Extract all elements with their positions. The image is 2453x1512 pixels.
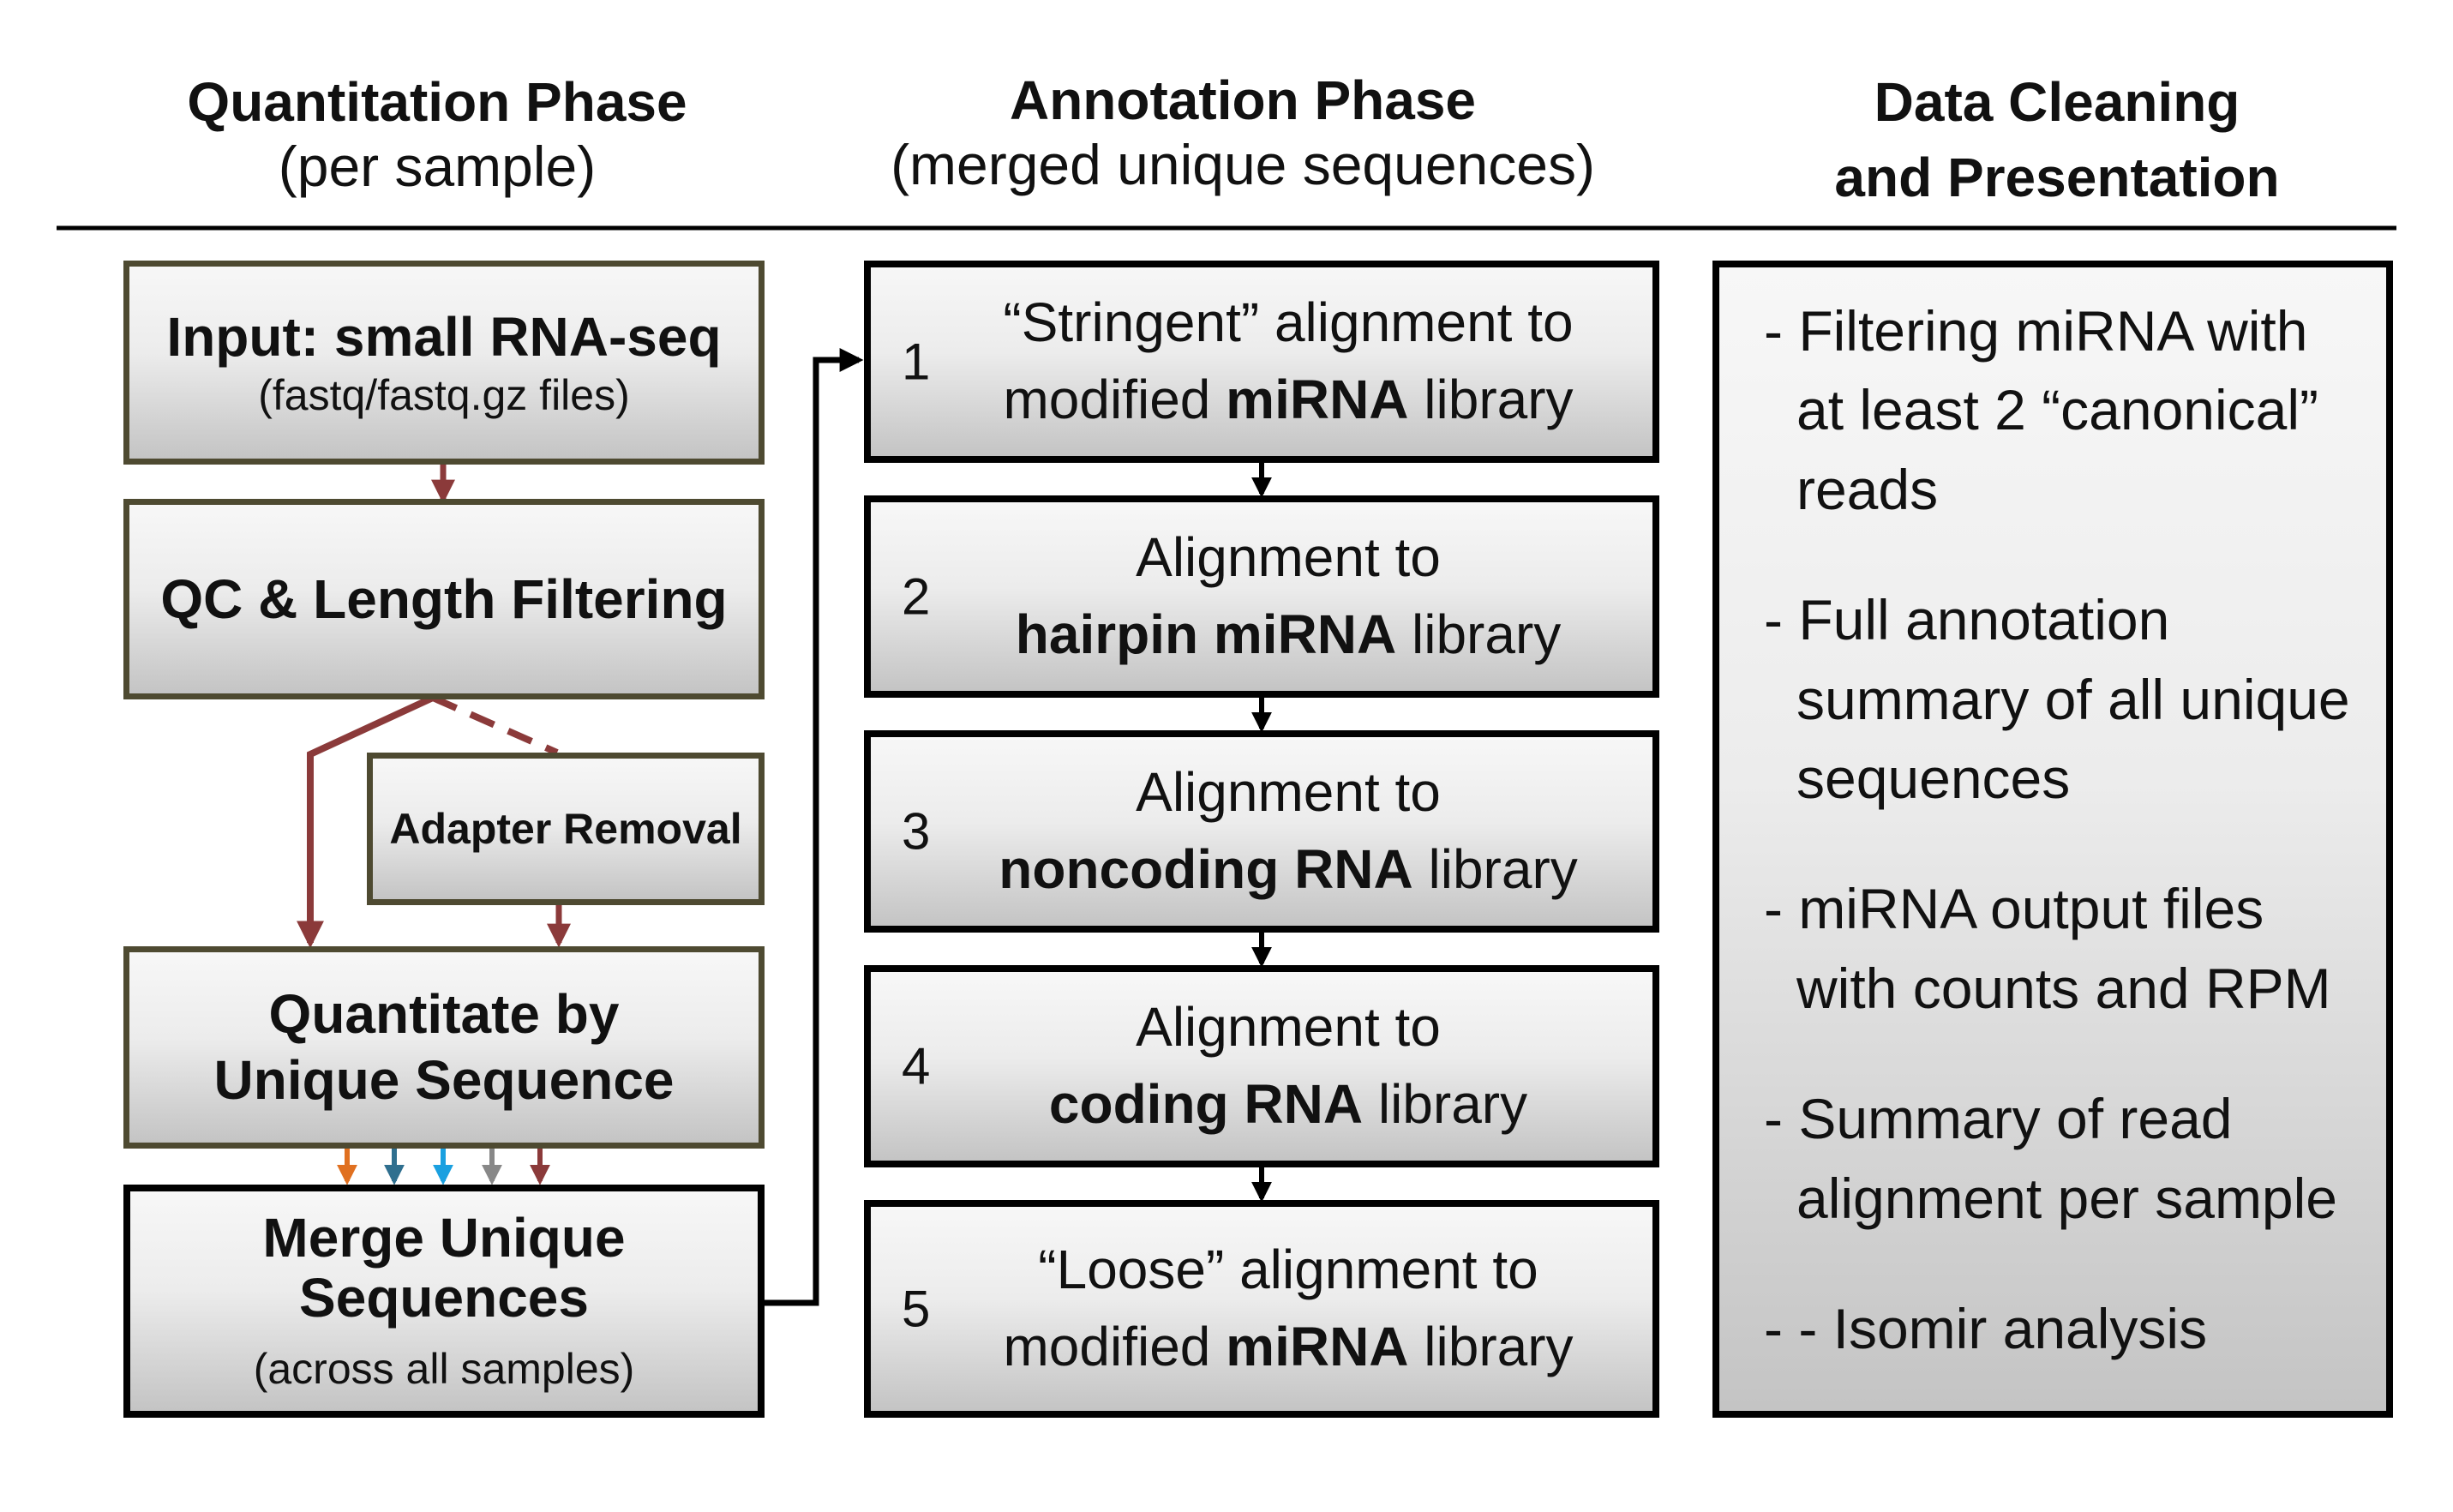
cleaning-item-output-files: - miRNA output files with counts and RPM (1764, 877, 2331, 1020)
annotation-step-3: 3 Alignment to noncoding RNA library (864, 730, 1659, 933)
cleaning-item-read-alignment: - Summary of read alignment per sample (1764, 1087, 2337, 1230)
input-box: Input: small RNA-seq (fastq/fastq.gz fil… (123, 261, 765, 465)
arrow-qc-to-adapter-dashed (431, 694, 559, 756)
quantitate-line2: Unique Sequence (213, 1049, 675, 1111)
step-line2: modified miRNA library (1003, 1316, 1574, 1377)
step-line2: noncoding RNA library (999, 838, 1578, 900)
annotation-step-2: 2 Alignment to hairpin miRNA library (864, 495, 1659, 698)
input-title: Input: small RNA-seq (166, 305, 722, 368)
header-quantitation: Quantitation Phase (per sample) (120, 70, 754, 200)
step-number: 4 (902, 1037, 931, 1095)
step-line1: “Stringent” alignment to (1003, 291, 1574, 354)
quantitate-box: Quantitate by Unique Sequence (123, 946, 765, 1149)
step-line1: “Loose” alignment to (1038, 1239, 1538, 1301)
merge-line2: Sequences (299, 1267, 589, 1329)
header-quantitation-subtitle: (per sample) (278, 135, 597, 199)
step-line1: Alignment to (1136, 526, 1441, 589)
header-annotation-title: Annotation Phase (1009, 69, 1477, 131)
arrow-qc-to-quantitate (297, 694, 435, 949)
step-line1: Alignment to (1136, 996, 1441, 1059)
qc-box: QC & Length Filtering (123, 499, 765, 699)
step-number: 3 (902, 802, 931, 861)
cleaning-item-annotation-summary: - Full annotation summary of all unique … (1764, 588, 2350, 810)
annotation-step-1: 1 “Stringent” alignment to modified miRN… (864, 261, 1659, 463)
step-line2: hairpin miRNA library (1015, 603, 1562, 665)
header-cleaning-title-line1: Data Cleaning (1874, 71, 2240, 133)
cleaning-item-filtering: - Filtering miRNA with at least 2 “canon… (1764, 299, 2318, 521)
arrow-merge-to-annotation (763, 348, 864, 1306)
header-annotation: Annotation Phase (merged unique sequence… (857, 69, 1628, 198)
step-line1: Alignment to (1136, 761, 1441, 824)
step-line2: modified miRNA library (1003, 369, 1574, 430)
step-line2: coding RNA library (1048, 1073, 1528, 1135)
merge-line1: Merge Unique (262, 1206, 626, 1269)
header-cleaning-title-line2: and Presentation (1834, 147, 2280, 209)
header-quantitation-title: Quantitation Phase (187, 71, 687, 133)
merge-subtitle: (across all samples) (253, 1345, 635, 1394)
cleaning-panel: - Filtering miRNA with at least 2 “canon… (1712, 261, 2393, 1418)
quantitate-line1: Quantitate by (268, 983, 620, 1046)
step-number: 2 (902, 567, 931, 626)
input-subtitle: (fastq/fastq.gz files) (258, 371, 630, 420)
qc-title: QC & Length Filtering (160, 567, 728, 630)
step-number: 5 (902, 1280, 931, 1338)
annotation-step-5: 5 “Loose” alignment to modified miRNA li… (864, 1200, 1659, 1418)
header-annotation-subtitle: (merged unique sequences) (891, 133, 1595, 197)
cleaning-item-isomir: - - Isomir analysis (1764, 1296, 2208, 1360)
header-cleaning: Data Cleaning and Presentation (1714, 70, 2400, 209)
annotation-step-4: 4 Alignment to coding RNA library (864, 965, 1659, 1167)
adapter-removal-title: Adapter Removal (389, 805, 742, 853)
adapter-removal-box: Adapter Removal (367, 753, 765, 905)
step-number: 1 (902, 333, 931, 391)
merge-box: Merge Unique Sequences (across all sampl… (123, 1185, 765, 1418)
